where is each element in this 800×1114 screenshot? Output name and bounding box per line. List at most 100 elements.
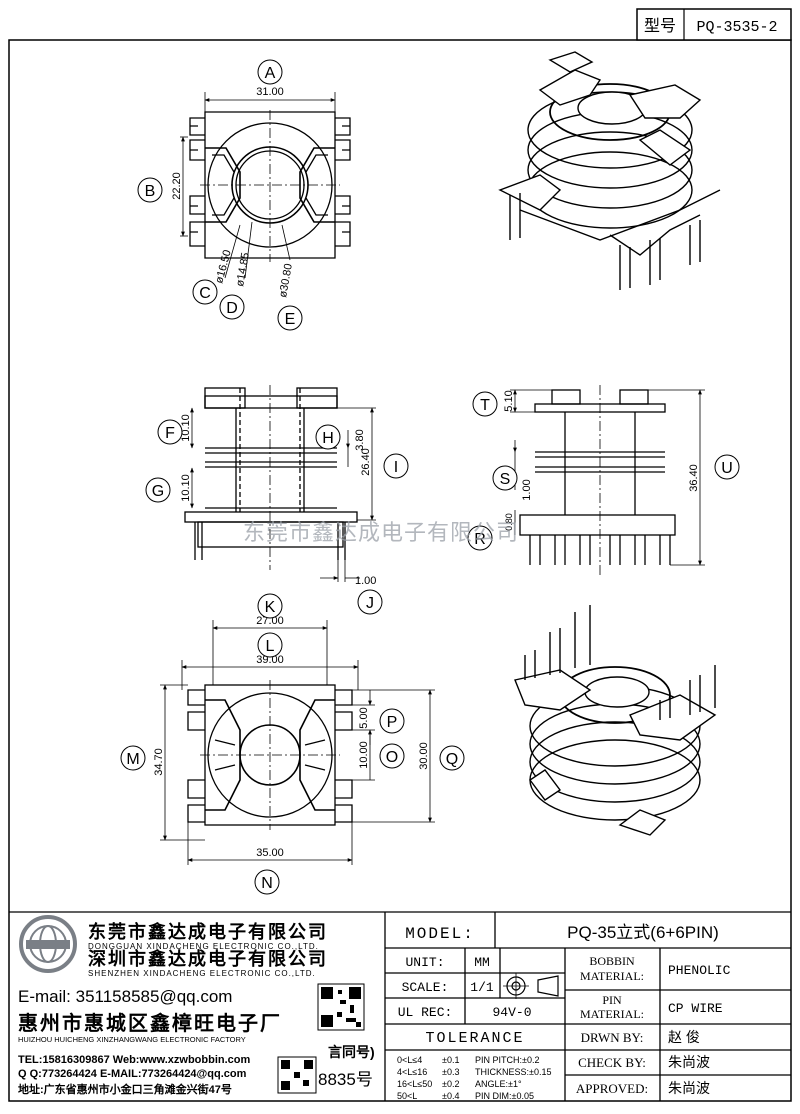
tol-range: 16<L≤50 bbox=[397, 1079, 432, 1089]
svg-text:U: U bbox=[721, 460, 733, 477]
dim-top-d3: ø30.80 bbox=[277, 263, 295, 299]
tol-range: 4<L≤16 bbox=[397, 1067, 427, 1077]
callout-n: N bbox=[254, 869, 280, 895]
svg-text:I: I bbox=[394, 459, 398, 476]
dim-top-d1: ø16.50 bbox=[213, 249, 233, 285]
callout-g: G bbox=[145, 477, 171, 503]
svg-text:L: L bbox=[266, 638, 275, 655]
callout-k: K bbox=[257, 593, 283, 619]
company-hz-en: HUIZHOU HUICHENG XINZHANGWANG ELECTRONIC… bbox=[18, 1035, 246, 1044]
callout-e: E bbox=[277, 305, 303, 331]
company-stub-2: 8835号 bbox=[318, 1070, 373, 1089]
dim-side-t: 5.10 bbox=[503, 390, 515, 411]
dim-bottom-q: 30.00 bbox=[418, 742, 430, 770]
approved-value: 朱尚波 bbox=[668, 1080, 710, 1096]
callout-l: L bbox=[257, 632, 283, 658]
svg-text:J: J bbox=[366, 595, 374, 612]
header-model-box: 型号 PQ-3535-2 bbox=[636, 8, 792, 41]
tol-value: ±0.4 bbox=[442, 1091, 459, 1101]
tol-range: 50<L bbox=[397, 1091, 417, 1101]
company-stub-1: 言同号) bbox=[328, 1044, 375, 1060]
callout-a: A bbox=[257, 59, 283, 85]
callout-i: I bbox=[383, 453, 409, 479]
tol-value: ±0.3 bbox=[442, 1067, 459, 1077]
dim-bottom-o: 10.00 bbox=[358, 741, 370, 769]
callout-f: F bbox=[157, 419, 183, 445]
dim-top-d2: ø14.85 bbox=[234, 252, 252, 288]
dim-bottom-k: 27.00 bbox=[256, 615, 284, 627]
tol-value: ±0.2 bbox=[442, 1079, 459, 1089]
callout-d: D bbox=[219, 294, 245, 320]
scale-value: 1/1 bbox=[470, 980, 494, 995]
callout-j: J bbox=[357, 589, 383, 615]
company-logo bbox=[19, 915, 77, 973]
svg-text:Q: Q bbox=[446, 751, 458, 768]
check-value: 朱尚波 bbox=[668, 1054, 710, 1070]
bobbin-label-1: BOBBIN bbox=[589, 954, 635, 968]
svg-text:N: N bbox=[261, 875, 273, 892]
type-label: 型号 bbox=[644, 17, 676, 35]
svg-text:A: A bbox=[265, 65, 276, 82]
callout-c: C bbox=[192, 279, 218, 305]
svg-text:O: O bbox=[386, 749, 398, 766]
front-view bbox=[184, 385, 376, 582]
dim-bottom-m: 34.70 bbox=[153, 748, 165, 776]
dim-bottom-n: 35.00 bbox=[256, 847, 284, 859]
dim-side-u: 36.40 bbox=[688, 464, 700, 492]
dim-front-g: 10.10 bbox=[180, 474, 192, 502]
top-view bbox=[180, 92, 351, 279]
tol-note: THICKNESS:±0.15 bbox=[475, 1067, 551, 1077]
dim-top-height: 22.20 bbox=[171, 172, 183, 200]
iso-view-bottom bbox=[514, 605, 717, 836]
dim-bottom-p: 5.00 bbox=[358, 707, 370, 728]
company-dg-en: DONGGUAN XINDACHENG ELECTRONIC CO.,LTD. bbox=[88, 942, 319, 951]
model-value: PQ-35立式(6+6PIN) bbox=[567, 923, 719, 942]
unit-label: UNIT: bbox=[405, 955, 444, 970]
svg-text:R: R bbox=[474, 531, 486, 548]
svg-text:E: E bbox=[285, 311, 296, 328]
svg-text:F: F bbox=[165, 425, 175, 442]
svg-text:B: B bbox=[145, 183, 156, 200]
tol-note: PIN PITCH:±0.2 bbox=[475, 1055, 539, 1065]
bobbin-label-2: MATERIAL: bbox=[580, 969, 644, 983]
ulrec-value: 94V-0 bbox=[492, 1005, 531, 1020]
svg-text:P: P bbox=[387, 714, 398, 731]
callout-h: H bbox=[315, 424, 341, 450]
company-email: E-mail: 351158585@qq.com bbox=[18, 987, 232, 1006]
unit-value: MM bbox=[474, 955, 490, 970]
callout-m: M bbox=[120, 745, 146, 771]
callout-q: Q bbox=[439, 745, 465, 771]
tol-note: PIN DIM:±0.05 bbox=[475, 1091, 534, 1101]
tol-value: ±0.1 bbox=[442, 1055, 459, 1065]
tol-note: ANGLE:±1° bbox=[475, 1079, 522, 1089]
callout-o: O bbox=[379, 743, 405, 769]
company-hz-cn: 惠州市惠城区鑫樟旺电子厂 bbox=[18, 1011, 282, 1035]
qr-code-icon bbox=[317, 983, 365, 1031]
model-code: PQ-3535-2 bbox=[696, 19, 777, 36]
ulrec-label: UL REC: bbox=[398, 1005, 453, 1020]
svg-text:S: S bbox=[500, 471, 511, 488]
dim-side-s: 1.00 bbox=[521, 479, 533, 500]
svg-text:C: C bbox=[199, 285, 211, 302]
model-label: MODEL: bbox=[405, 925, 475, 943]
pin-value: CP WIRE bbox=[668, 1001, 723, 1016]
dim-bottom-l: 39.00 bbox=[256, 654, 284, 666]
svg-text:M: M bbox=[126, 751, 139, 768]
dim-top-width: 31.00 bbox=[256, 86, 284, 98]
company-sz-en: SHENZHEN XINDACHENG ELECTRONIC CO.,LTD. bbox=[88, 969, 316, 978]
tolerance-label: TOLERANCE bbox=[425, 1030, 524, 1047]
callout-s: S bbox=[492, 465, 518, 491]
sheet-border bbox=[8, 39, 792, 1102]
dim-front-f: 10.10 bbox=[180, 414, 192, 442]
scale-label: SCALE: bbox=[402, 980, 449, 995]
bobbin-value: PHENOLIC bbox=[668, 963, 731, 978]
svg-text:T: T bbox=[480, 397, 490, 414]
title-block bbox=[9, 911, 791, 1101]
tol-range: 0<L≤4 bbox=[397, 1055, 422, 1065]
qr-code-small-icon bbox=[277, 1056, 317, 1094]
drwn-label: DRWN BY: bbox=[581, 1030, 644, 1045]
bottom-view bbox=[160, 620, 435, 865]
side-view bbox=[510, 385, 705, 575]
callout-b: B bbox=[137, 177, 163, 203]
